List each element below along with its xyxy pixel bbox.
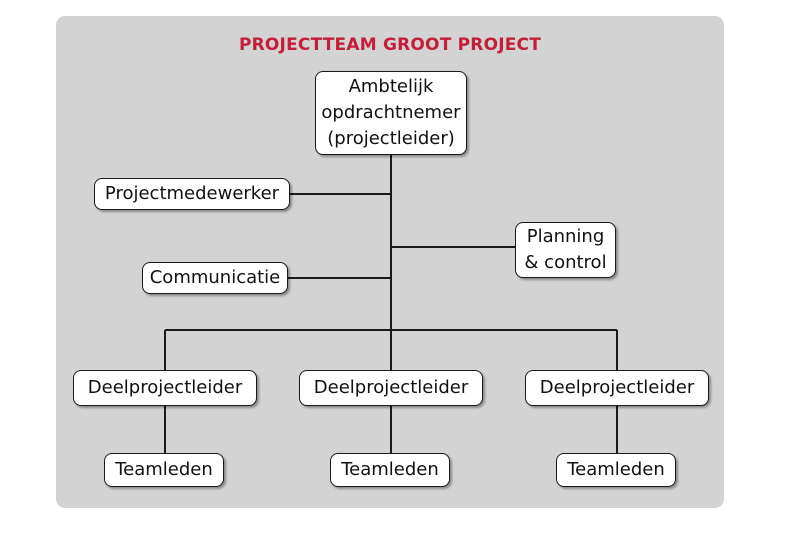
- deelprojectleider-box-3: Deelprojectleider: [525, 370, 709, 406]
- deelprojectleider-box-1: Deelprojectleider: [73, 370, 257, 406]
- deelprojectleider-box-2: Deelprojectleider: [299, 370, 483, 406]
- planning-control-box: Planning & control: [515, 222, 616, 278]
- teamleden-box-1: Teamleden: [104, 453, 224, 487]
- projectleider-box: Ambtelijk opdrachtnemer (projectleider): [315, 71, 467, 155]
- teamleden-box-3: Teamleden: [556, 453, 676, 487]
- projectmedewerker-box: Projectmedewerker: [94, 178, 290, 210]
- diagram-title: PROJECTTEAM GROOT PROJECT: [238, 35, 542, 55]
- teamleden-box-2: Teamleden: [330, 453, 450, 487]
- communicatie-box: Communicatie: [142, 262, 288, 294]
